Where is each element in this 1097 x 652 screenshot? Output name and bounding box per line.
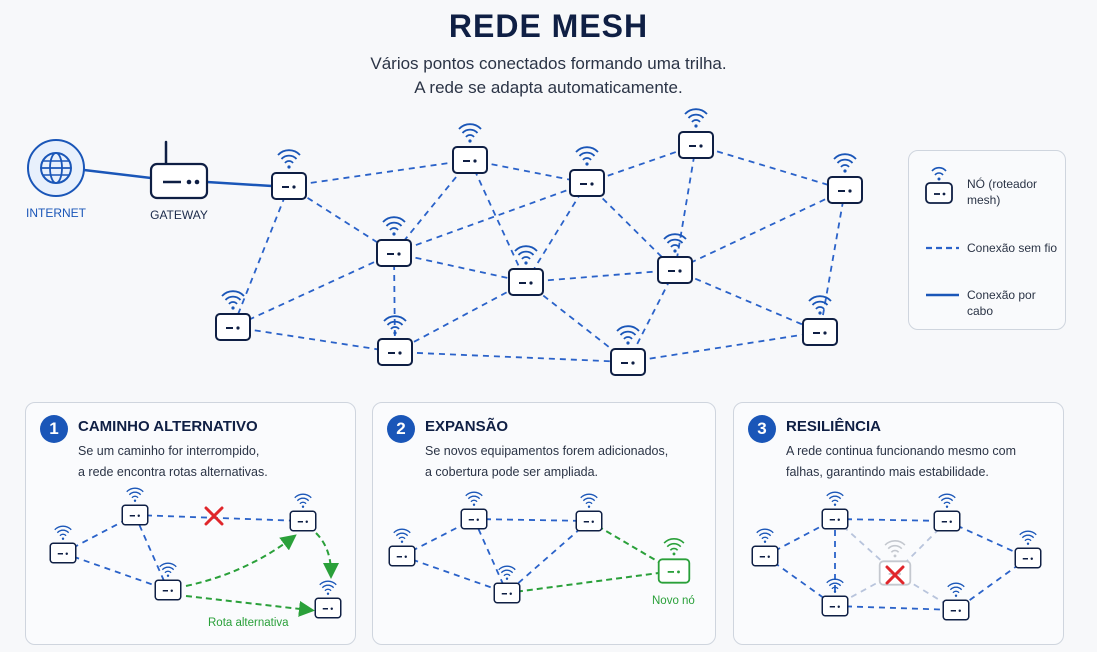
mesh-node-d (678, 108, 714, 159)
subtitle-line-1: Vários pontos conectados formando uma tr… (370, 54, 727, 73)
p1-alt-route-arrow-up (185, 534, 297, 587)
legend-node-icon (925, 166, 953, 204)
legend-cable-label: Conexão por cabo (967, 288, 1036, 318)
p3-failed-node-x-icon (885, 565, 905, 585)
wireless-link-h-l (674, 269, 821, 333)
wireless-link-g-j (394, 281, 527, 353)
panel-2-title: EXPANSÃO (425, 418, 509, 435)
panel-1-route-label: Rota alternativa (208, 617, 289, 629)
wireless-link-c-g (525, 182, 588, 283)
p3-failed-node (878, 539, 912, 586)
p1-node-b (121, 487, 149, 526)
p2-link-c-d (506, 520, 590, 594)
p2-node-c (575, 493, 603, 532)
p1-link-b-d (134, 514, 169, 591)
p2-link-a-d (401, 555, 508, 594)
p3-node-d (1014, 530, 1042, 569)
p2-node-b (460, 491, 488, 530)
wireless-link-e-l (819, 189, 846, 333)
wireless-link-b-f (393, 159, 471, 254)
p1-alt-route-arrow-direct (185, 595, 315, 617)
main-mesh-diagram: INTERNET GATEWAY (26, 108, 863, 376)
cable-gateway-node (206, 180, 273, 188)
p3-link-b-c (834, 518, 948, 522)
panel-1-diagram (49, 487, 342, 619)
wireless-link-a-b (288, 159, 471, 187)
wireless-link-b-c (469, 159, 588, 184)
wireless-link-k-l (627, 331, 821, 363)
page-title: REDE MESH (448, 8, 649, 44)
mesh-node-l (802, 295, 838, 346)
mesh-node-c (569, 146, 605, 197)
subtitle-line-2: A rede se adapta automaticamente. (414, 78, 683, 97)
mesh-node-k (610, 325, 646, 376)
wireless-link-a-i (232, 185, 290, 328)
panel-3-diagram (751, 491, 1042, 621)
p3-node-f (942, 582, 970, 621)
legend-node-label: NÓ (roteador mesh) (967, 177, 1038, 207)
panel-1-description: Se um caminho for interrompido, a rede e… (78, 444, 268, 479)
wireless-link-c-d (586, 144, 697, 184)
wireless-link-j-k (394, 351, 629, 363)
p3-node-a (751, 528, 779, 567)
panel-2-new-node-label: Novo nó (652, 595, 695, 607)
internet-label: INTERNET (26, 206, 87, 220)
gateway-router-icon (149, 140, 209, 200)
p2-link-b-c (473, 518, 590, 522)
p1-node-c (289, 493, 317, 532)
panel-expansion: 2 EXPANSÃO Se novos equipamentos forem a… (372, 402, 716, 645)
panel-2-diagram (388, 491, 691, 604)
wireless-link-d-e (695, 144, 846, 191)
wireless-link-e-h (674, 189, 846, 271)
cable-internet-gateway (83, 168, 152, 180)
mesh-node-g (508, 245, 544, 296)
mesh-node-e (827, 153, 863, 204)
p1-link-a-d (62, 552, 169, 591)
gateway-label: GATEWAY (150, 208, 208, 222)
wireless-link-f-i (232, 252, 395, 328)
p1-node-a (49, 525, 77, 564)
wireless-link-c-h (586, 182, 676, 271)
legend-wireless-label: Conexão sem fio (967, 241, 1058, 255)
wireless-link-g-h (525, 269, 676, 283)
wireless-link-f-g (393, 252, 527, 283)
p1-node-d (154, 562, 182, 601)
p3-node-e (821, 578, 849, 617)
p3-link-e-f (834, 605, 957, 611)
mesh-node-f (376, 216, 412, 267)
panel-3-description: A rede continua funcionando mesmo com fa… (786, 444, 1016, 479)
mesh-node-h (657, 233, 693, 284)
p2-node-d (493, 565, 521, 604)
p3-node-c (933, 493, 961, 532)
panel-2-badge: 2 (387, 415, 415, 443)
wireless-link-b-g (469, 159, 527, 283)
mesh-node-j (377, 315, 413, 366)
panel-3-badge: 3 (748, 415, 776, 443)
p3-node-b (821, 491, 849, 530)
panel-1-title: CAMINHO ALTERNATIVO (78, 418, 258, 435)
internet-globe-icon (27, 139, 85, 197)
panel-3-title: RESILIÊNCIA (786, 418, 882, 435)
p1-node-e (314, 580, 342, 619)
wireless-link-i-j (232, 326, 396, 353)
mesh-node-b (452, 123, 488, 174)
p2-node-a (388, 528, 416, 567)
legend: NÓ (roteador mesh) Conexão sem fio Conex… (908, 150, 1066, 330)
panel-alternative-path: 1 CAMINHO ALTERNATIVO Se um caminho for … (25, 402, 356, 645)
p1-broken-link-x-icon (204, 506, 224, 526)
p2-link-new-d (506, 570, 675, 594)
p1-alt-route-arrow-down (315, 532, 339, 579)
wireless-link-f-j (393, 252, 396, 353)
page-subtitle: Vários pontos conectados formando uma tr… (0, 52, 1097, 100)
wireless-link-d-h (674, 144, 697, 271)
mesh-node-i (215, 290, 251, 341)
panel-2-description: Se novos equipamentos forem adicionados,… (425, 444, 669, 479)
panel-resilience: 3 RESILIÊNCIA A rede continua funcionand… (733, 402, 1064, 645)
panel-1-badge: 1 (40, 415, 68, 443)
p2-new-node (657, 537, 691, 584)
p2-link-b-d (473, 518, 508, 594)
mesh-node-a (271, 149, 307, 200)
wireless-link-c-f (393, 182, 588, 254)
